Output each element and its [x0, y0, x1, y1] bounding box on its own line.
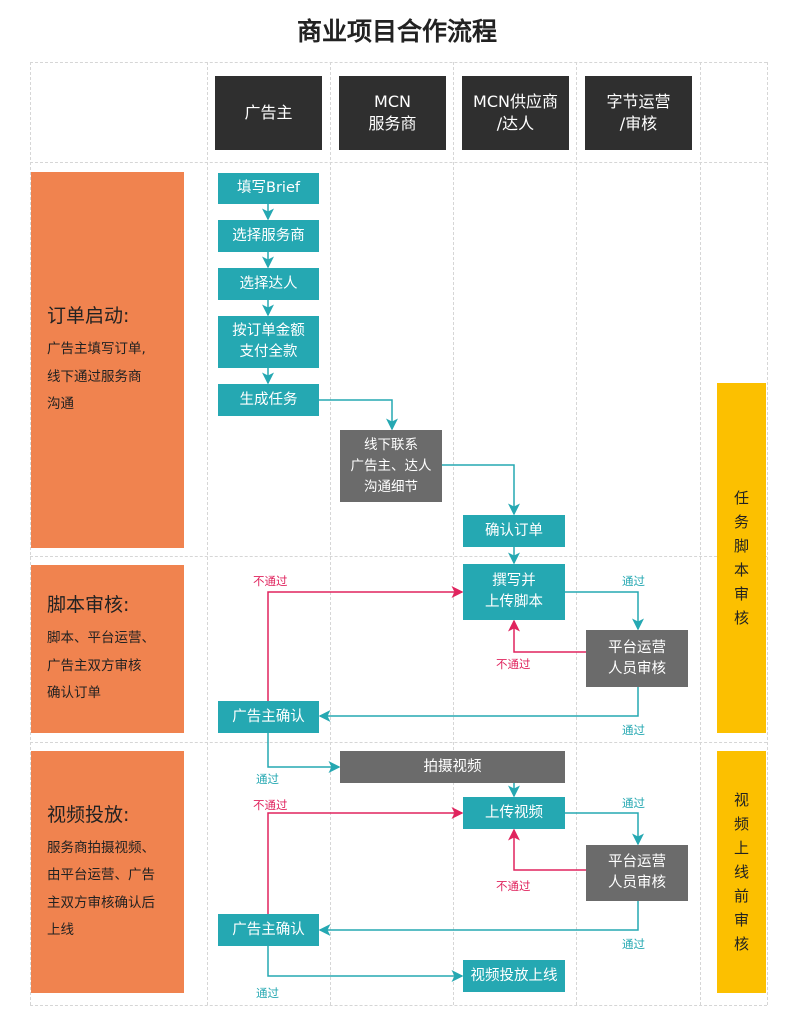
section-line: 上线	[47, 922, 74, 938]
edge-label-pass: 通过	[622, 574, 645, 588]
edge-label-pass: 通过	[622, 796, 645, 810]
section-line: 线下通过服务商	[47, 368, 142, 385]
step-choose-agency: 选择服务商	[218, 220, 319, 252]
grid-line	[30, 556, 767, 557]
edge-label-fail: 不通过	[496, 879, 531, 893]
step-create-task: 生成任务	[218, 384, 319, 416]
edge-label-pass: 通过	[622, 937, 645, 951]
section-title: 视频投放:	[47, 803, 130, 826]
section-line: 由平台运营、广告	[47, 867, 155, 883]
side-label-prelaunch-review: 视频上线前审核	[717, 751, 766, 993]
step-confirm-order: 确认订单	[463, 515, 565, 547]
grid-line	[700, 62, 701, 1005]
section-line: 确认订单	[47, 685, 101, 702]
edge-label-fail: 不通过	[253, 798, 288, 812]
section-script-review: 脚本审核: 脚本、平台运营、 广告主双方审核 确认订单	[31, 565, 184, 733]
step-shoot-video: 拍摄视频	[340, 751, 565, 783]
grid-line	[767, 62, 768, 1005]
lane-header-advertiser: 广告主	[215, 76, 322, 150]
step-offline-contact: 线下联系 广告主、达人 沟通细节	[340, 430, 442, 502]
page-title: 商业项目合作流程	[296, 17, 497, 46]
grid-line	[30, 1005, 767, 1006]
grid-line	[576, 62, 577, 1005]
section-video-launch: 视频投放: 服务商拍摄视频、 由平台运营、广告 主双方审核确认后 上线	[31, 751, 184, 993]
edge-label-fail: 不通过	[253, 574, 288, 588]
grid-line	[30, 742, 767, 743]
edge-label-fail: 不通过	[496, 657, 531, 671]
side-label-text: 任务脚本审核	[733, 489, 749, 627]
step-upload-video: 上传视频	[463, 797, 565, 829]
step-write-script: 撰写并 上传脚本	[463, 564, 565, 620]
side-label-script-review: 任务脚本审核	[717, 383, 766, 733]
section-line: 广告主双方审核	[47, 657, 142, 674]
grid-line	[30, 62, 767, 63]
section-line: 沟通	[47, 396, 74, 413]
section-order-start: 订单启动: 广告主填写订单, 线下通过服务商 沟通	[31, 172, 184, 548]
grid-line	[30, 162, 767, 163]
grid-line	[330, 62, 331, 1005]
lane-header-mcn-talent: MCN供应商 /达人	[462, 76, 569, 150]
step-advertiser-confirm-video: 广告主确认	[218, 914, 319, 946]
edge-label-pass: 通过	[256, 772, 279, 786]
step-advertiser-confirm-script: 广告主确认	[218, 701, 319, 733]
lane-header-bytedance-ops: 字节运营 /审核	[585, 76, 692, 150]
section-line: 服务商拍摄视频、	[47, 839, 155, 856]
edge-label-pass: 通过	[256, 986, 279, 1000]
step-pay: 按订单金额 支付全款	[218, 316, 319, 368]
step-platform-review-video: 平台运营 人员审核	[586, 845, 688, 901]
step-fill-brief: 填写Brief	[218, 173, 319, 204]
edge-label-pass: 通过	[622, 723, 645, 737]
lane-header-mcn-agency: MCN 服务商	[339, 76, 446, 150]
section-line: 脚本、平台运营、	[47, 630, 155, 647]
section-line: 主双方审核确认后	[47, 894, 155, 911]
step-video-live: 视频投放上线	[463, 960, 565, 992]
step-choose-talent: 选择达人	[218, 268, 319, 300]
step-platform-review-script: 平台运营 人员审核	[586, 630, 688, 687]
section-title: 订单启动:	[47, 305, 130, 328]
side-label-text: 视频上线前审核	[733, 791, 749, 953]
grid-line	[207, 62, 208, 1005]
section-title: 脚本审核:	[47, 594, 130, 617]
section-line: 广告主填写订单,	[47, 341, 146, 358]
grid-line	[30, 62, 31, 1005]
grid-line	[453, 62, 454, 1005]
